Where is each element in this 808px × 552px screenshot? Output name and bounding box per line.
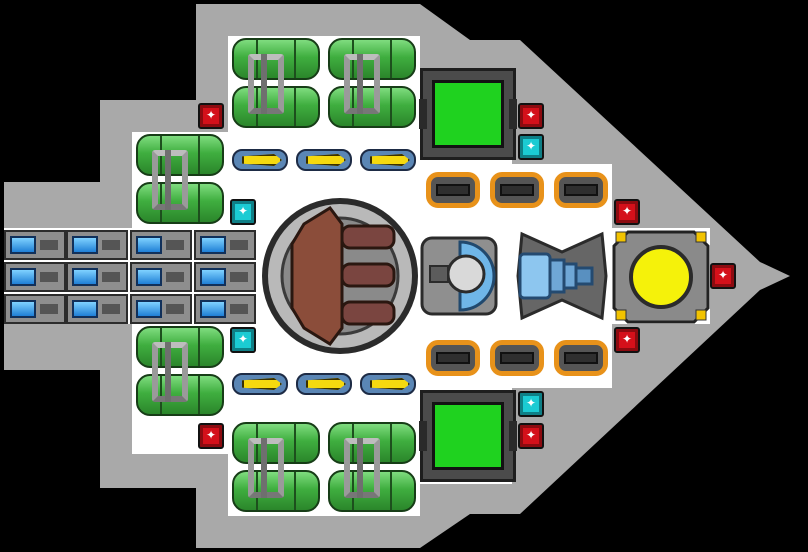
shield-generator[interactable] [420,230,512,322]
fuel-tank [132,324,228,420]
battery-cell [130,230,192,260]
monitor-bottom[interactable] [419,390,517,482]
red-button[interactable] [518,103,544,129]
missile [228,364,292,404]
generator [550,334,612,382]
fuel-tank [228,36,324,132]
cyan-button[interactable] [518,391,544,417]
missile [356,364,420,404]
cannon-barrel [340,224,396,250]
battery-cell [66,262,128,292]
cyan-button[interactable] [518,134,544,160]
battery-cell [66,230,128,260]
shield-support [429,265,449,283]
generator [422,166,484,214]
engine[interactable] [514,230,610,322]
battery-cell [194,294,256,324]
battery-cell [130,262,192,292]
battery-cell [4,230,66,260]
reactor-corner-light [695,231,707,243]
reactor-corner-light [695,309,707,321]
red-button[interactable] [198,103,224,129]
fuel-tank [324,420,420,516]
fuel-tank [324,36,420,132]
cannon-turret[interactable] [258,196,422,356]
shield-emitter [446,254,486,294]
battery-cell [66,294,128,324]
cannon-barrel [340,300,396,326]
monitor-top[interactable] [419,68,517,160]
fuel-tank [228,420,324,516]
reactor-corner-light [615,231,627,243]
red-button[interactable] [710,263,736,289]
cannon-barrel [340,262,396,288]
battery-cell [194,230,256,260]
cyan-button[interactable] [230,327,256,353]
reactor-core [629,245,693,309]
generator [550,166,612,214]
missile [292,364,356,404]
red-button[interactable] [518,423,544,449]
engine-coil [562,262,578,290]
red-button[interactable] [614,327,640,353]
reactor[interactable] [612,228,710,324]
missile [356,140,420,180]
fuel-tank [132,132,228,228]
red-button[interactable] [614,199,640,225]
battery-cell [194,262,256,292]
engine-nozzle [518,252,552,300]
engine-coil [548,258,566,294]
battery-cell [4,294,66,324]
engine-coil [574,266,594,286]
red-button[interactable] [198,423,224,449]
battery-cell [130,294,192,324]
reactor-corner-light [615,309,627,321]
missile [292,140,356,180]
battery-cell [4,262,66,292]
generator [422,334,484,382]
missile [228,140,292,180]
turret-housing [290,206,344,346]
generator [486,334,548,382]
generator [486,166,548,214]
cyan-button[interactable] [230,199,256,225]
